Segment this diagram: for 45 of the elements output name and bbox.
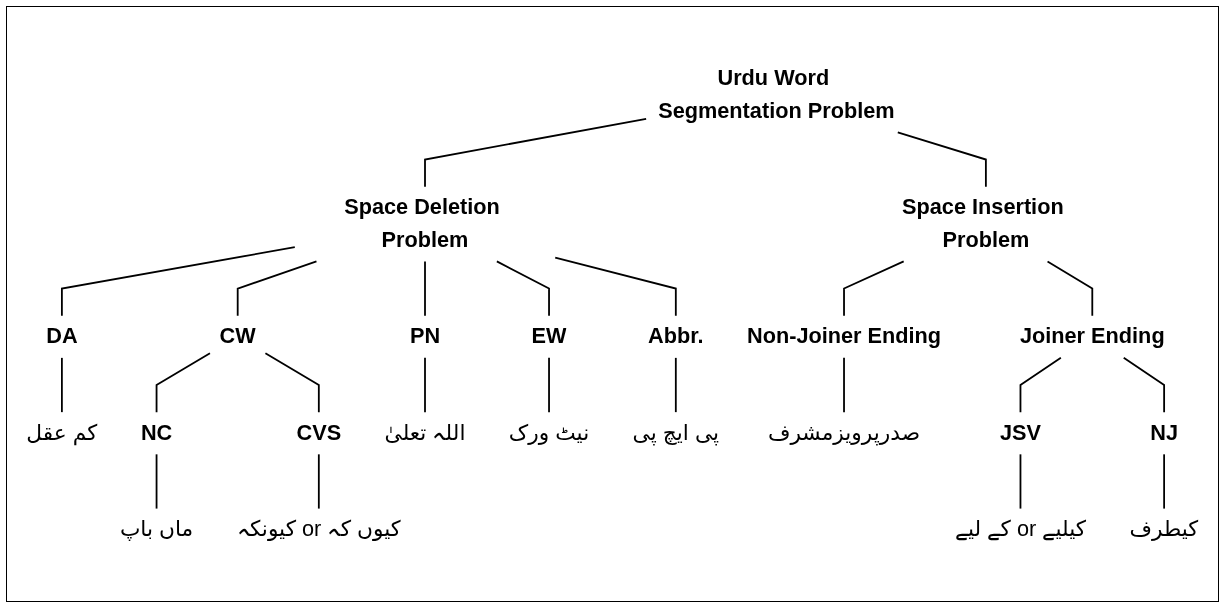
node-text: Urdu Word Segmentation Problem: [658, 65, 895, 123]
node-text: کیطرف: [1129, 516, 1199, 541]
connector: [554, 256, 677, 317]
node-text: نیٹ ورک: [508, 420, 590, 445]
connector: [495, 260, 550, 317]
connector: [843, 260, 905, 317]
connector: [1019, 356, 1062, 413]
node-text: Space Insertion Problem: [902, 194, 1064, 252]
connector: [424, 260, 426, 317]
connector: [843, 356, 845, 413]
node-text: PN: [409, 323, 441, 349]
node-text: JSV: [999, 420, 1041, 445]
node-text: NC: [140, 420, 173, 445]
connector: [424, 356, 426, 413]
connector: [424, 117, 648, 188]
node-text: پی ایچ پی: [632, 420, 720, 445]
node-text: کم عقل: [26, 420, 98, 445]
connector: [1122, 356, 1166, 413]
connector: [548, 356, 550, 413]
node-text: Space Deletion Problem: [344, 194, 500, 252]
connector: [1019, 453, 1022, 510]
node-text: CW: [219, 323, 256, 349]
node-text: اللہ تعلیٰ: [384, 420, 466, 445]
node-text: کے لیے or کیلیے: [954, 516, 1087, 541]
connector: [61, 246, 296, 317]
connector: [236, 260, 318, 317]
connector: [317, 453, 320, 510]
connector: [1046, 260, 1094, 317]
node-text: CVS: [296, 420, 342, 445]
node-text: صدرپرویزمشرف: [767, 420, 921, 445]
node-text: NJ: [1150, 420, 1178, 445]
connector: [1163, 453, 1166, 510]
node-text: Non-Joiner Ending: [746, 323, 942, 349]
connector: [155, 352, 211, 413]
connector: [674, 356, 677, 413]
connector: [61, 356, 63, 413]
connector: [264, 352, 320, 413]
node-text: Abbr.: [648, 323, 704, 349]
node-text: DA: [46, 323, 78, 349]
node-text: EW: [531, 323, 567, 349]
connector: [155, 453, 158, 510]
node-text: کیونکہ or کیوں کہ: [236, 516, 402, 541]
node-text: ماں باپ: [119, 516, 194, 541]
connector: [896, 131, 987, 188]
node-text: Joiner Ending: [1019, 323, 1165, 349]
